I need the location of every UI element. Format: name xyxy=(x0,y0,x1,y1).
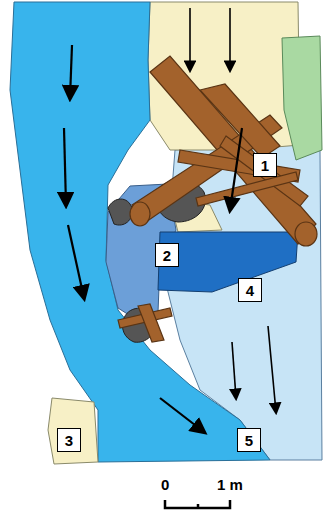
wood-debris xyxy=(118,56,317,342)
scale-label: 1 m xyxy=(217,477,243,492)
deep-pool xyxy=(158,232,298,292)
callout-number: 2 xyxy=(163,248,171,263)
scale-bar xyxy=(165,500,230,508)
gravel-bar xyxy=(48,398,98,464)
scale-label: 0 xyxy=(161,477,169,492)
callout-number: 5 xyxy=(245,433,253,448)
callout-box: 1 xyxy=(253,153,277,177)
vegetation xyxy=(282,36,322,160)
callout-box: 5 xyxy=(237,428,261,452)
callout-number: 1 xyxy=(261,158,269,173)
flow-arrow xyxy=(64,8,276,432)
callout-box: 4 xyxy=(238,278,262,302)
boulder xyxy=(108,199,132,225)
callout-number: 3 xyxy=(65,433,73,448)
callout-box: 2 xyxy=(155,243,179,267)
callout-box: 3 xyxy=(57,428,81,452)
callout-number: 4 xyxy=(246,283,254,298)
